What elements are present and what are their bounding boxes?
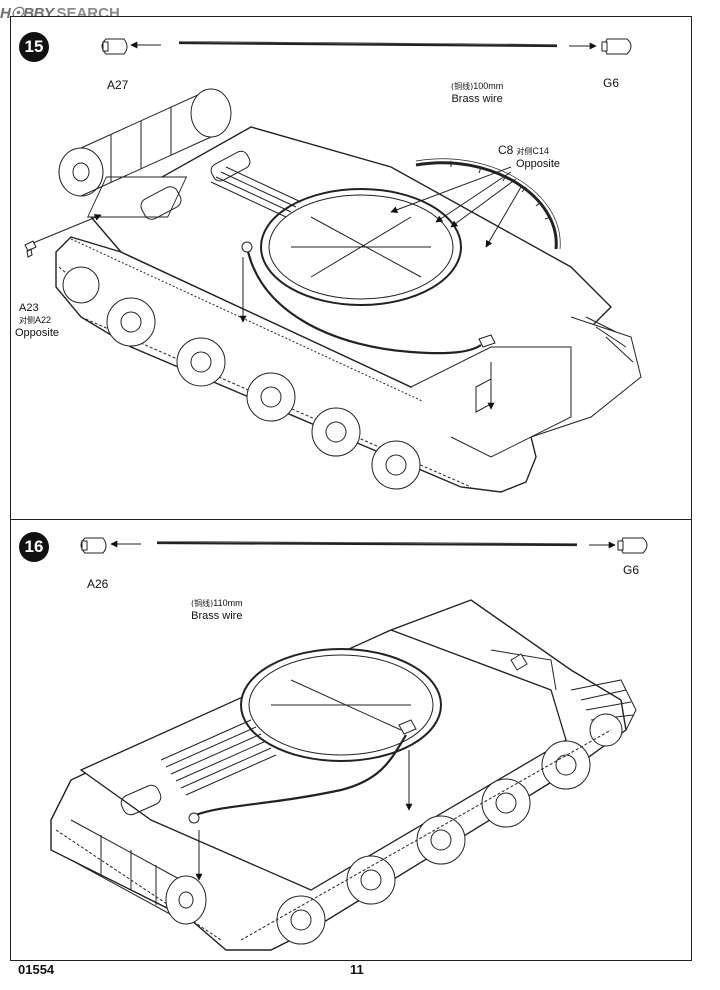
- bracket-a23-icon: [24, 240, 37, 258]
- a23-cn: 对侧: [19, 316, 35, 325]
- step-16-tank-drawing: [50, 537, 648, 951]
- road-wheels: [276, 713, 623, 945]
- wire-name: Brass wire: [451, 93, 503, 105]
- part-label-a27: A27: [107, 78, 129, 92]
- road-wheels: [62, 266, 421, 490]
- brass-wire-label: (铜线)100mm Brass wire: [451, 80, 503, 105]
- tank-hull: [55, 88, 642, 493]
- c8-opposite: Opposite: [516, 158, 561, 170]
- brass-wire-100mm: [178, 41, 558, 48]
- fuel-drums: [58, 88, 232, 197]
- antenna-mount-a27-icon: [101, 38, 128, 55]
- brass-wire-label: (铜线)110mm Brass wire: [191, 597, 243, 622]
- part-label-a26: A26: [87, 577, 109, 591]
- c8-cn: 对侧: [516, 147, 533, 156]
- part-label-c8: C8 对侧C14 Opposite: [498, 144, 560, 170]
- part-label-g6: G6: [623, 563, 640, 577]
- c14-code: C14: [532, 146, 549, 156]
- step-number-badge: 15: [19, 32, 49, 62]
- wire-name: Brass wire: [191, 610, 243, 622]
- wire-cn-label: (铜线): [191, 599, 214, 608]
- step-15-tank-drawing: [24, 38, 642, 493]
- a23-opposite: Opposite: [15, 327, 60, 339]
- part-label-a23: A23 对侧A22 Opposite: [15, 302, 59, 339]
- fuel-drums: [70, 819, 207, 925]
- rail-c8: [415, 161, 558, 250]
- antenna-tip-g6-icon: [601, 38, 632, 55]
- step-16-panel: 16: [10, 519, 692, 961]
- part-label-g6: G6: [603, 76, 620, 90]
- kit-code: 01554: [18, 962, 55, 977]
- tank-hull: [50, 599, 637, 951]
- step-number-badge: 16: [19, 532, 49, 562]
- antenna-mount-a26-icon: [80, 537, 107, 554]
- antenna-tip-g6-icon: [617, 537, 648, 554]
- wire-cn-label: (铜线): [451, 82, 474, 91]
- wire-length: 100mm: [473, 81, 504, 91]
- page-number: 11: [350, 962, 364, 977]
- brass-wire-110mm: [156, 541, 578, 547]
- wire-length: 110mm: [213, 598, 243, 608]
- a23-code: A23: [19, 302, 39, 314]
- c8-code: C8: [498, 143, 514, 157]
- a22-code: A22: [35, 315, 52, 325]
- step-15-panel: 15: [10, 16, 692, 520]
